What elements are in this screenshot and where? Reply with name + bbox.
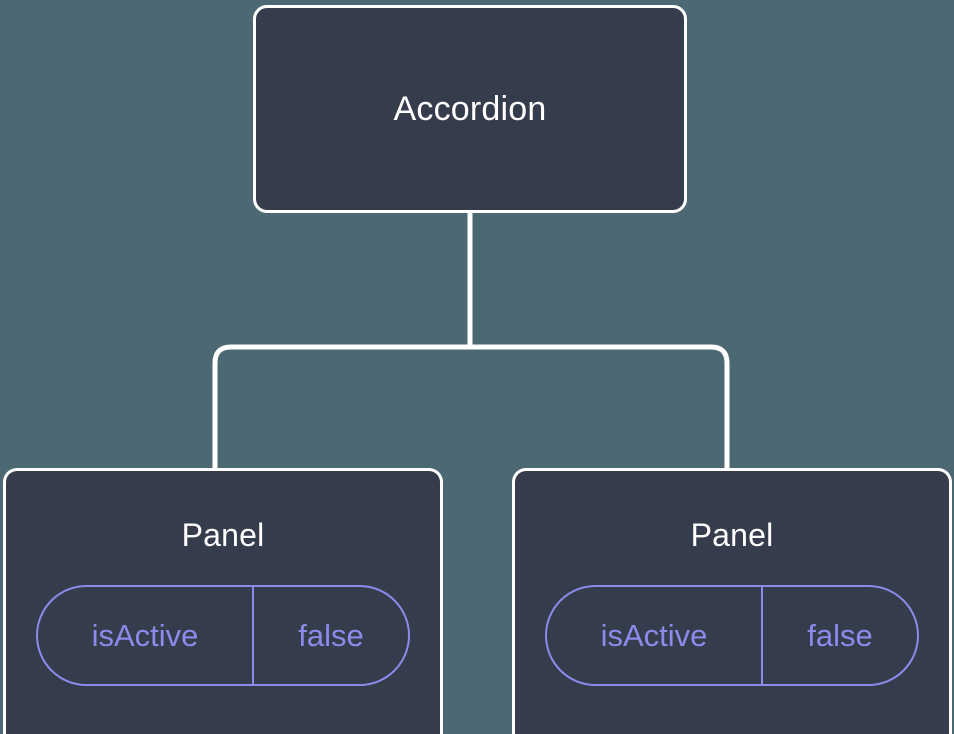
prop-badge-isactive-1[interactable]: isActive false: [36, 585, 410, 686]
prop-key-label: isActive: [547, 587, 763, 684]
node-panel-1[interactable]: Panel isActive false: [3, 468, 443, 734]
edge-branch-bar: [212, 344, 730, 468]
prop-key-label: isActive: [38, 587, 254, 684]
prop-badge-isactive-2[interactable]: isActive false: [545, 585, 919, 686]
prop-value-label: false: [298, 618, 364, 653]
node-panel-2-label: Panel: [690, 517, 774, 553]
node-accordion[interactable]: Accordion: [253, 5, 687, 213]
node-panel-1-label: Panel: [181, 517, 265, 553]
node-panel-2[interactable]: Panel isActive false: [512, 468, 952, 734]
node-accordion-label: Accordion: [393, 90, 547, 128]
prop-value-label: false: [807, 618, 873, 653]
